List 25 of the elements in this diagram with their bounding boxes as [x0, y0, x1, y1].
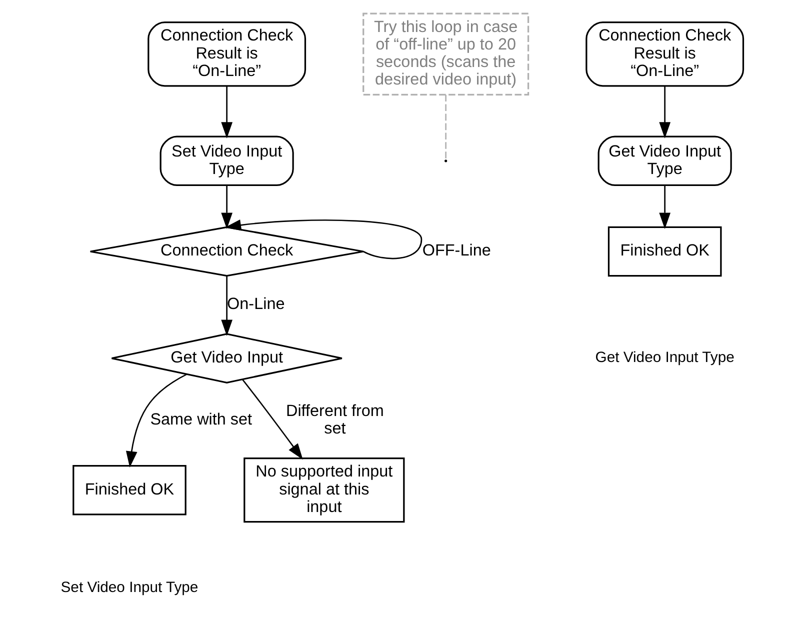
arrow	[659, 185, 671, 229]
edge-label: Different from set	[286, 402, 384, 438]
node-box: Connection Check Result is “On-Line”	[586, 22, 744, 87]
label: Get Video Input Type	[595, 350, 734, 366]
connector	[445, 94, 446, 160]
node-box: No supported input signal at this input	[244, 458, 405, 523]
node-box: Try this loop in case of “off-line” up to 20 seconds (scans the desired video input)	[362, 12, 530, 96]
arrow	[221, 276, 233, 336]
arrow	[126, 374, 188, 468]
arrow	[221, 185, 233, 229]
node-box: Get Video Input Type	[598, 136, 732, 186]
node-box: Finished OK	[608, 226, 722, 277]
edge-label: On-Line	[227, 295, 285, 314]
node-box: Finished OK	[72, 464, 186, 516]
arrow	[242, 378, 303, 460]
edge-label: Same with set	[150, 410, 252, 429]
node-box: Set Video Input Type	[160, 136, 294, 186]
node-diamond: Get Video Input	[110, 333, 343, 384]
arrow	[659, 86, 671, 138]
node-diamond: Connection Check	[90, 226, 364, 277]
arrow	[221, 86, 233, 138]
arrow	[224, 219, 422, 260]
node-box: Connection Check Result is “On-Line”	[148, 22, 306, 87]
label: Set Video Input Type	[60, 580, 198, 596]
edge-label: OFF-Line	[422, 242, 491, 260]
